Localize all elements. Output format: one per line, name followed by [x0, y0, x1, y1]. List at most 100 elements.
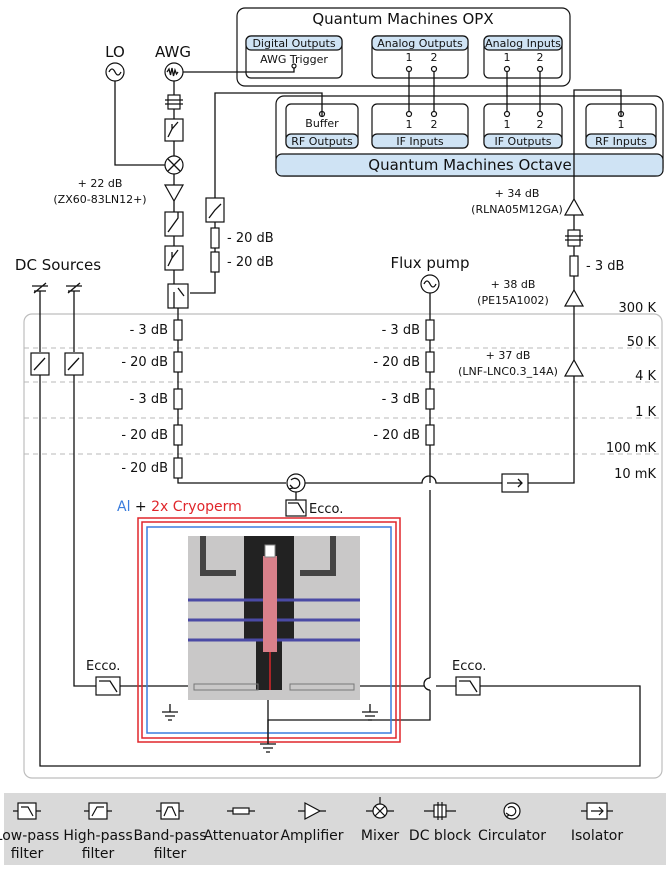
attenuator-icon [210, 227, 220, 249]
svg-text:- 3 dB: - 3 dB [130, 323, 168, 338]
svg-text:- 20 dB: - 20 dB [121, 428, 168, 443]
legend-label: DC block [409, 828, 472, 844]
legend-label: Amplifier [280, 828, 343, 844]
stage-label: 1 K [635, 405, 656, 420]
circulator-icon [286, 473, 306, 493]
stage-label: 300 K [619, 301, 657, 316]
drive-line-attenuators: - 3 dB - 20 dB - 3 dB - 20 dB - 20 dB [121, 308, 286, 484]
legend-label-2: filter [11, 846, 44, 862]
legend-item: Mixer [361, 797, 399, 844]
dc-block-icon [565, 229, 583, 247]
svg-text:Ecco.: Ecco. [309, 502, 343, 517]
fridge-enclosure [23, 313, 663, 779]
legend-label: Band-pass [133, 828, 206, 844]
svg-text:2: 2 [537, 118, 544, 131]
legend-label: Isolator [571, 828, 624, 844]
awg-source: AWG [155, 43, 191, 82]
legend-label: Low-pass [0, 828, 59, 844]
svg-text:1: 1 [406, 118, 413, 131]
legend-item: Attenuator [203, 807, 279, 844]
svg-text:1: 1 [618, 118, 625, 131]
svg-text:+ 38 dB: + 38 dB [491, 278, 536, 291]
svg-text:- 20 dB: - 20 dB [373, 428, 420, 443]
svg-text:AWG: AWG [155, 43, 191, 61]
octave-rf-inputs: RF Inputs 1 [585, 103, 657, 149]
svg-text:IF Outputs: IF Outputs [494, 135, 551, 148]
band-pass-filter-icon [156, 802, 184, 820]
combiner-icon [167, 283, 189, 309]
temperature-stages: 300 K 50 K 4 K 1 K 100 mK 10 mK [606, 301, 657, 482]
legend-label: Attenuator [203, 828, 278, 844]
svg-text:+ 37 dB: + 37 dB [486, 349, 531, 362]
svg-text:- 20 dB: - 20 dB [121, 461, 168, 476]
dc-block-icon [424, 802, 456, 820]
band-pass-filter-icon [164, 245, 184, 271]
magnetic-shields [137, 517, 401, 743]
svg-text:1: 1 [504, 118, 511, 131]
band-pass-filter-icon [164, 211, 184, 237]
svg-text:- 20 dB: - 20 dB [121, 355, 168, 370]
device-chip-image [188, 536, 360, 700]
ecco-filter-icon [95, 676, 121, 696]
svg-text:Ecco.: Ecco. [86, 659, 120, 674]
stage-label: 100 mK [606, 441, 657, 456]
dc-block-icon [165, 94, 183, 110]
legend-item: Amplifier [280, 802, 344, 844]
legend-label: High-pass [63, 828, 132, 844]
legend-item: Circulator [478, 802, 546, 844]
octave-title: Quantum Machines Octave [368, 156, 571, 174]
dc-sources: DC Sources [15, 256, 641, 767]
svg-text:RF Outputs: RF Outputs [291, 135, 353, 148]
high-pass-filter-icon [84, 802, 112, 820]
resonator [263, 556, 277, 652]
opx-title: Quantum Machines OPX [312, 10, 493, 28]
isolator-icon [501, 473, 529, 493]
stage-label: 50 K [627, 335, 657, 350]
legend: Low-pass filter High-pass filter Band-passfi… [0, 797, 623, 862]
opx-digital-outputs: Digital Outputs AWG Trigger [245, 35, 343, 79]
legend-item: Low-pass filter [0, 802, 59, 862]
legend-item: High-pass filter [63, 802, 133, 862]
isolator-icon [581, 802, 613, 820]
circulator-icon [503, 802, 521, 820]
svg-text:IF Inputs: IF Inputs [396, 135, 444, 148]
svg-text:- 3 dB: - 3 dB [382, 323, 420, 338]
ground-icon [260, 700, 276, 753]
svg-text:2: 2 [431, 118, 438, 131]
svg-text:1: 1 [406, 51, 413, 64]
output-amplifier-chain [563, 89, 622, 377]
svg-text:(LNF-LNC0.3_14A): (LNF-LNC0.3_14A) [458, 365, 558, 378]
svg-text:- 20 dB: - 20 dB [227, 255, 274, 270]
octave-instrument: Quantum Machines Octave Buffer RF Output… [275, 95, 664, 177]
svg-text:- 3 dB: - 3 dB [130, 392, 168, 407]
svg-text:1: 1 [504, 51, 511, 64]
legend-label: Circulator [478, 828, 546, 844]
low-pass-filter-icon [30, 352, 50, 376]
svg-text:DC Sources: DC Sources [15, 256, 101, 274]
awg-drive-chain [163, 81, 185, 284]
svg-text:- 20 dB: - 20 dB [227, 231, 274, 246]
high-pass-filter-icon [205, 197, 225, 223]
mixer-icon [164, 155, 184, 175]
octave-if-outputs: IF Outputs 1 2 [483, 103, 563, 149]
lo-source: LO [105, 43, 125, 82]
attenuator-icon [210, 251, 220, 273]
legend-label-2: filter [82, 846, 115, 862]
svg-text:2: 2 [431, 51, 438, 64]
ecco-filter-icon [285, 499, 307, 517]
svg-text:(PE15A1002): (PE15A1002) [477, 294, 549, 307]
svg-text:Analog Inputs: Analog Inputs [485, 37, 561, 50]
ground-icon [362, 704, 378, 721]
svg-text:(ZX60-83LN12+): (ZX60-83LN12+) [53, 193, 146, 206]
shield-label: Al + 2x Cryoperm [117, 499, 242, 515]
mixer-icon [366, 797, 394, 819]
svg-text:- 20 dB: - 20 dB [373, 355, 420, 370]
stage-label: 10 mK [614, 467, 656, 482]
svg-text:RF Inputs: RF Inputs [595, 135, 647, 148]
stage-label: 4 K [635, 369, 656, 384]
if-connections [408, 72, 541, 111]
attenuator-icon [227, 807, 255, 815]
legend-panel [4, 793, 666, 865]
